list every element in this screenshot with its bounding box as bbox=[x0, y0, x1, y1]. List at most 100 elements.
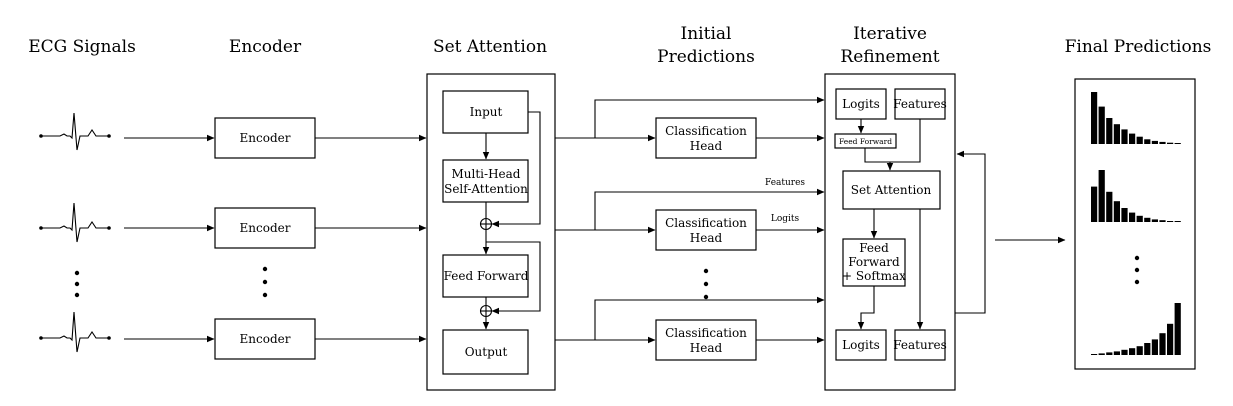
final-distribution-bar bbox=[1106, 118, 1113, 144]
final-distribution-bar bbox=[1121, 208, 1128, 222]
refinement-logits-out-box bbox=[835, 329, 887, 361]
final-distribution-bar bbox=[1091, 186, 1098, 222]
final-distribution-bar bbox=[1113, 201, 1120, 222]
final-distributions bbox=[1091, 92, 1181, 355]
ecg-signal-1 bbox=[39, 112, 111, 151]
final-distribution-bar bbox=[1098, 106, 1105, 144]
final-distribution-bar bbox=[1136, 136, 1143, 144]
feed-forward-box bbox=[442, 254, 529, 298]
final-distribution-1 bbox=[1091, 92, 1181, 144]
ecg-signal-2 bbox=[39, 202, 111, 243]
refinement-set-attention-box bbox=[842, 170, 941, 210]
output-label: Output bbox=[465, 345, 508, 359]
final-distribution-bar bbox=[1106, 191, 1113, 222]
svg-text:Classification: Classification bbox=[665, 216, 747, 230]
final-distribution-bar bbox=[1121, 349, 1128, 355]
encoder-ellipsis bbox=[262, 266, 268, 298]
svg-text:Encoder: Encoder bbox=[240, 332, 291, 346]
final-distribution-bar bbox=[1136, 346, 1143, 355]
refinement-ff-softmax-box bbox=[842, 238, 906, 287]
final-distribution-bar bbox=[1151, 140, 1158, 144]
features-side-label: Features bbox=[765, 178, 805, 188]
refinement-features-out-box bbox=[894, 329, 946, 361]
refinement-features-out-label: Features bbox=[893, 338, 946, 352]
refinement-logits-in-box bbox=[835, 88, 887, 120]
set-attention-input-box bbox=[442, 90, 529, 134]
final-distribution-bar bbox=[1091, 92, 1098, 144]
final-distribution-3 bbox=[1091, 303, 1181, 355]
final-distribution-bar bbox=[1129, 133, 1136, 144]
residual-add-2 bbox=[479, 304, 493, 318]
final-distribution-bar bbox=[1098, 353, 1105, 355]
iterative-refinement-block: Logits Features Feed Forward Set Attenti… bbox=[824, 73, 956, 391]
set-attention-input-label: Input bbox=[470, 105, 503, 119]
title-iterative: Iterative bbox=[853, 24, 927, 44]
final-distribution-bar bbox=[1121, 129, 1128, 144]
final-distribution-bar bbox=[1129, 212, 1136, 222]
svg-text:Encoder: Encoder bbox=[240, 131, 291, 145]
final-distribution-bar bbox=[1159, 333, 1166, 355]
final-distribution-bar bbox=[1113, 351, 1120, 355]
final-distribution-bar bbox=[1167, 142, 1174, 144]
feed-forward-label: Feed Forward bbox=[444, 269, 529, 283]
refinement-ff-line1: Feed bbox=[859, 241, 889, 255]
classification-head-3: Classification Head bbox=[655, 319, 757, 361]
final-distribution-bar bbox=[1144, 217, 1151, 222]
refinement-ff-line2: Forward bbox=[848, 255, 900, 269]
output-box bbox=[442, 329, 529, 375]
final-distribution-bar bbox=[1129, 348, 1136, 355]
final-distribution-bar bbox=[1151, 219, 1158, 222]
final-distribution-bar bbox=[1151, 339, 1158, 355]
refinement-set-attention-label: Set Attention bbox=[851, 183, 932, 197]
title-refinement: Refinement bbox=[840, 47, 939, 67]
final-distribution-2 bbox=[1091, 170, 1181, 222]
refinement-logits-out-label: Logits bbox=[842, 338, 880, 352]
mhsa-label-line1: Multi-Head bbox=[452, 167, 521, 181]
title-ecg-signals: ECG Signals bbox=[28, 37, 136, 57]
final-distribution-bar bbox=[1167, 323, 1174, 355]
final-distribution-bar bbox=[1091, 354, 1098, 355]
iteration-loop-arrow bbox=[955, 150, 986, 314]
title-encoder: Encoder bbox=[229, 37, 302, 57]
final-distribution-bar bbox=[1159, 141, 1166, 144]
classification-head-2: Classification Head bbox=[655, 209, 757, 251]
final-distribution-bar bbox=[1106, 352, 1113, 355]
refinement-small-ff-label: Feed Forward bbox=[839, 137, 892, 146]
ecg-ellipsis bbox=[74, 270, 80, 298]
logits-side-label: Logits bbox=[771, 214, 800, 224]
encoder-box-2: Encoder bbox=[214, 207, 316, 249]
final-ellipsis bbox=[1134, 255, 1140, 285]
svg-text:Head: Head bbox=[690, 341, 723, 355]
title-final-predictions: Final Predictions bbox=[1065, 37, 1212, 57]
svg-text:Classification: Classification bbox=[665, 326, 747, 340]
final-distribution-bar bbox=[1174, 303, 1181, 355]
title-predictions: Predictions bbox=[657, 47, 755, 67]
final-distribution-bar bbox=[1159, 220, 1166, 222]
final-distribution-bar bbox=[1136, 215, 1143, 222]
svg-text:Encoder: Encoder bbox=[240, 221, 291, 235]
mhsa-label-line2: Self-Attention bbox=[444, 182, 528, 196]
final-distribution-bar bbox=[1098, 170, 1105, 222]
refinement-features-in-label: Features bbox=[893, 97, 946, 111]
final-distribution-bar bbox=[1174, 143, 1181, 144]
svg-text:Head: Head bbox=[690, 139, 723, 153]
svg-text:Head: Head bbox=[690, 231, 723, 245]
encoder-box-3: Encoder bbox=[214, 318, 316, 360]
ecg-signal-3 bbox=[39, 311, 111, 353]
refinement-ff-line3: + Softmax bbox=[842, 269, 906, 283]
mhsa-box bbox=[442, 159, 529, 203]
svg-text:Classification: Classification bbox=[665, 124, 747, 138]
final-distribution-bar bbox=[1113, 124, 1120, 144]
set-attention-block: Input Multi-Head Self-Attention Feed For… bbox=[426, 73, 556, 391]
final-distribution-bar bbox=[1167, 221, 1174, 222]
title-set-attention: Set Attention bbox=[433, 37, 547, 57]
final-distribution-bar bbox=[1174, 221, 1181, 222]
classification-head-1: Classification Head bbox=[655, 117, 757, 159]
final-distribution-bar bbox=[1144, 343, 1151, 355]
title-initial: Initial bbox=[681, 24, 732, 44]
final-distribution-bar bbox=[1144, 139, 1151, 144]
encoder-box-1: Encoder bbox=[214, 117, 316, 159]
head-ellipsis bbox=[703, 268, 709, 300]
residual-add-1 bbox=[479, 217, 493, 231]
